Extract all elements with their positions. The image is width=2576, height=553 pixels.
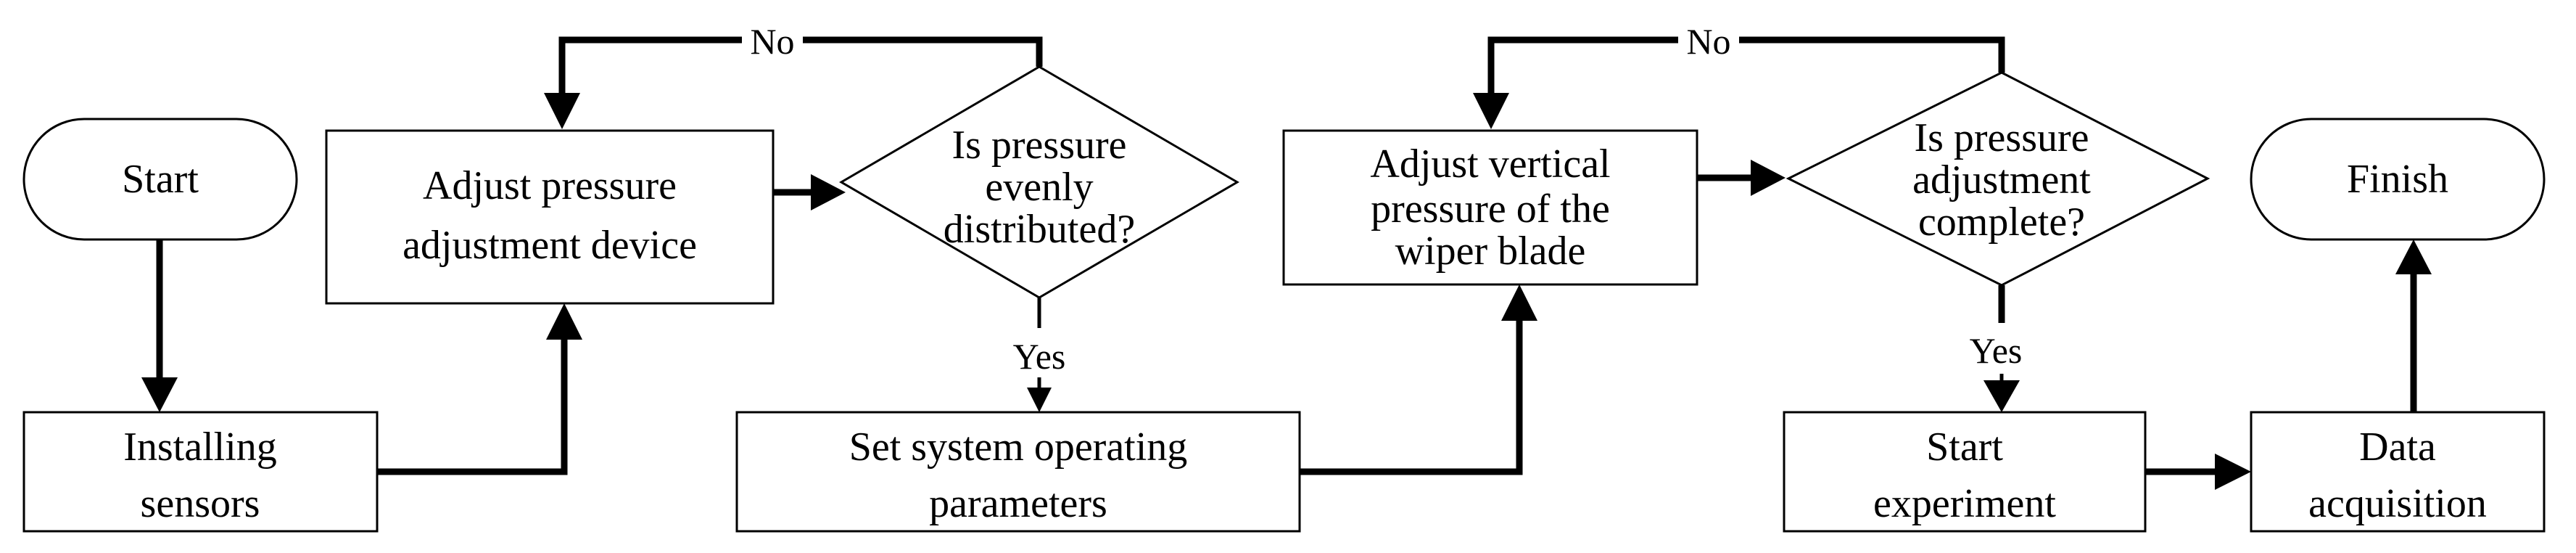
node-adjust-vertical-line-2: pressure of the [1371, 187, 1610, 232]
node-finish: Finish [2250, 118, 2546, 241]
node-set-params: Set system operating parameters [735, 411, 1301, 533]
svg-text:No: No [1686, 21, 1730, 62]
edge-data-acquisition-to-finish [2395, 239, 2432, 412]
svg-text:Yes: Yes [1970, 330, 2023, 371]
edge-label-no-2: No [1678, 20, 1739, 62]
edge-start-to-installing [141, 239, 178, 412]
node-start-label: Start [122, 157, 199, 202]
edge-adjust-vertical-to-decision-complete [1697, 160, 1786, 196]
edge-set-params-to-adjust-vertical [1300, 284, 1537, 475]
node-data-acquisition-line-1: Data [2359, 425, 2436, 470]
node-decision-even-line-2: evenly [985, 165, 1093, 210]
node-adjust-vertical: Adjust vertical pressure of the wiper bl… [1282, 129, 1698, 286]
node-start-experiment-line-2: experiment [1873, 481, 2056, 526]
node-decision-complete-line-1: Is pressure [1914, 115, 2089, 160]
node-set-params-line-2: parameters [929, 481, 1107, 526]
node-installing-sensors: Installing sensors [22, 411, 379, 533]
edge-label-no-1: No [742, 20, 803, 62]
node-decision-even-line-1: Is pressure [951, 123, 1126, 168]
node-installing-sensors-line-2: sensors [141, 481, 260, 526]
edge-decision-complete-no [1473, 36, 2005, 129]
node-decision-even-line-3: distributed? [944, 207, 1135, 252]
node-decision-complete-line-2: adjustment [1912, 157, 2091, 202]
node-data-acquisition: Data acquisition [2250, 411, 2546, 533]
edge-label-yes-2: Yes [1970, 330, 2023, 371]
node-decision-complete-line-3: complete? [1918, 200, 2085, 245]
svg-text:No: No [750, 21, 794, 62]
node-adjust-vertical-line-1: Adjust vertical [1370, 142, 1610, 187]
edge-start-experiment-to-data-acquisition [2145, 454, 2251, 490]
node-installing-sensors-line-1: Installing [123, 425, 277, 470]
node-decision-complete: Is pressure adjustment complete? [1786, 71, 2210, 287]
edge-label-yes-1: Yes [1013, 336, 1066, 377]
node-finish-label: Finish [2347, 157, 2448, 202]
edge-decision-even-yes [1027, 298, 1052, 412]
node-set-params-line-1: Set system operating [849, 425, 1188, 470]
node-start-experiment-line-1: Start [1926, 425, 2003, 470]
edge-decision-complete-yes [1983, 285, 2020, 412]
node-start-experiment: Start experiment [1783, 411, 2147, 533]
node-adjust-vertical-line-3: wiper blade [1395, 229, 1586, 274]
node-decision-even: Is pressure evenly distributed? [839, 65, 1239, 299]
node-adjust-device-line-2: adjustment device [402, 223, 697, 268]
node-adjust-device: Adjust pressure adjustment device [325, 129, 775, 305]
svg-text:Yes: Yes [1013, 336, 1066, 377]
node-start: Start [22, 118, 298, 241]
node-data-acquisition-line-2: acquisition [2308, 481, 2487, 526]
edge-installing-to-adjust-device [377, 303, 582, 475]
edge-adjust-device-to-decision-even [773, 174, 846, 210]
node-adjust-device-line-1: Adjust pressure [423, 163, 677, 208]
